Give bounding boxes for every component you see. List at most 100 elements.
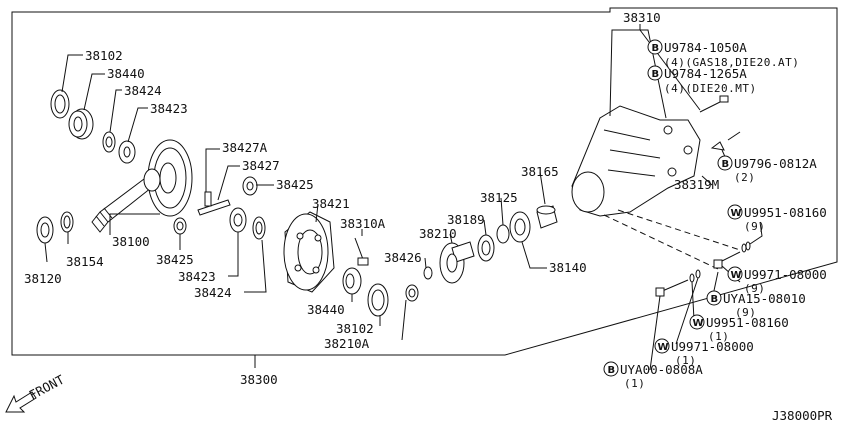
label-38310: 38310: [623, 10, 661, 25]
label-38424-lower: 38424: [194, 285, 232, 300]
part-38440-bearing-center: [342, 267, 362, 295]
part-38120-bearing: [36, 216, 54, 244]
badge-b-icon: [706, 290, 722, 306]
front-arrow-icon: [5, 391, 37, 413]
part-38423-gear: [118, 140, 136, 164]
part-38424-washer-right: [252, 216, 266, 240]
badge-w-icon: [727, 204, 743, 220]
hardware-note: (9): [744, 282, 765, 295]
label-38165: 38165: [521, 164, 559, 179]
part-38426-washer: [423, 266, 433, 280]
front-label: FRONT: [26, 372, 67, 403]
part-uya15-bolt: [713, 251, 741, 269]
badge-letter: B: [722, 159, 730, 170]
label-38319m: 38319M: [674, 177, 719, 192]
badge-w-icon: [727, 266, 743, 282]
part-38423-gear-right: [229, 207, 247, 233]
badge-letter: B: [711, 294, 719, 305]
badge-w-icon: [689, 314, 705, 330]
badge-b-icon: [717, 155, 733, 171]
hardware-note: (4)(DIE20.MT): [664, 82, 757, 95]
label-38100: 38100: [112, 234, 150, 249]
label-38120: 38120: [24, 271, 62, 286]
hardware-note: (9): [735, 306, 756, 319]
hardware-callout-5: W U9971-08000 (9): [727, 266, 827, 295]
label-38423-lower: 38423: [178, 269, 216, 284]
hardware-code: U9971-08000: [744, 267, 827, 282]
badge-letter: B: [652, 69, 660, 80]
diagram-code: J38000PR: [772, 408, 833, 423]
part-38210-flange: [439, 241, 475, 284]
hardware-code: UYA15-08010: [723, 291, 806, 306]
label-38125: 38125: [480, 190, 518, 205]
hardware-callout-1: B U9784-1050A (4)(GAS18,DIE20.AT): [647, 39, 799, 69]
label-38210: 38210: [419, 226, 457, 241]
label-38425-lower: 38425: [156, 252, 194, 267]
badge-letter: W: [658, 342, 669, 353]
label-38426: 38426: [384, 250, 422, 265]
hardware-note: (9): [744, 220, 765, 233]
hardware-callout-4: W U9951-08160 (9): [727, 204, 827, 233]
part-38425-gear-upper: [242, 176, 258, 196]
badge-b-icon: [603, 361, 619, 377]
hardware-code: U9971-08000: [671, 339, 754, 354]
hardware-note: (2): [734, 171, 755, 184]
hardware-code: U9784-1265A: [664, 66, 747, 81]
part-38102-seal-center: [367, 283, 389, 317]
label-38427: 38427: [242, 158, 280, 173]
part-u9951-washer: [745, 241, 751, 251]
part-38189-seal: [477, 234, 495, 262]
badge-w-icon: [654, 338, 670, 354]
hardware-callout-8: W U9971-08000 (1): [654, 338, 754, 367]
part-38427-pin: [204, 191, 212, 207]
part-uya00-bolt: [655, 269, 701, 297]
label-38140: 38140: [549, 260, 587, 275]
label-38423-top: 38423: [150, 101, 188, 116]
hardware-callout-9: B UYA00-0808A (1): [603, 361, 703, 390]
part-38154-ring: [60, 211, 74, 233]
label-38425-upper: 38425: [276, 177, 314, 192]
hardware-code: U9951-08160: [744, 205, 827, 220]
part-38310a-bolt: [354, 237, 369, 266]
badge-letter: W: [731, 208, 742, 219]
part-38165-spacer: [536, 205, 558, 229]
label-38154: 38154: [66, 254, 104, 269]
part-38102-seal: [50, 89, 70, 119]
dash-lower: [603, 214, 721, 271]
label-38421: 38421: [312, 196, 350, 211]
hardware-code: UYA00-0808A: [620, 362, 703, 377]
assembly-outline: [11, 7, 838, 356]
hardware-note: (1): [675, 354, 696, 367]
part-38424-washer: [102, 131, 116, 153]
label-38300: 38300: [240, 372, 278, 387]
leader-lines: [44, 24, 763, 371]
part-u9784-bolt: [699, 95, 729, 113]
hardware-callout-7: W U9951-08160 (1): [689, 314, 789, 343]
part-38100-drive-pinion: [91, 168, 161, 233]
hardware-callout-6: B UYA15-08010 (9): [706, 290, 806, 319]
badge-letter: B: [608, 365, 616, 376]
hardware-code: U9951-08160: [706, 315, 789, 330]
badge-b-icon: [647, 39, 663, 55]
label-38440-top: 38440: [107, 66, 145, 81]
label-38310a: 38310A: [340, 216, 386, 231]
badge-letter: W: [731, 270, 742, 281]
label-38427a: 38427A: [222, 140, 268, 155]
badge-b-icon: [647, 65, 663, 81]
hardware-note: (1): [624, 377, 645, 390]
hardware-callout-2: B U9784-1265A (4)(DIE20.MT): [647, 65, 757, 95]
dash-upper: [617, 209, 741, 251]
part-38425-gear-lower: [173, 217, 187, 235]
label-38424-top: 38424: [124, 83, 162, 98]
label-38102-top: 38102: [85, 48, 123, 63]
part-38319m-breather: [710, 131, 741, 151]
badge-letter: B: [652, 43, 660, 54]
label-38440-center: 38440: [307, 302, 345, 317]
part-u9971-washer: [741, 243, 747, 253]
part-38421-diff-case: [283, 211, 335, 293]
hardware-callout-3: B U9796-0812A (2): [717, 155, 817, 184]
part-38310-carrier-housing: [571, 105, 701, 217]
hardware-note: (4)(GAS18,DIE20.AT): [664, 56, 799, 69]
